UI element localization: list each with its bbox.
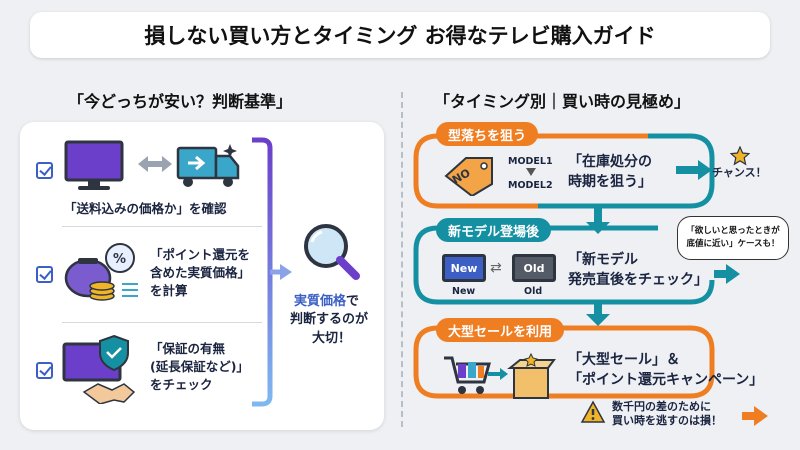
model-1-label: MODEL1	[508, 156, 553, 167]
section-2-line-2: 発売直後をチェック」	[568, 272, 708, 288]
section-label-new-model: 新モデル登場後	[436, 218, 552, 242]
criteria-item-2-line-2: 含めた実質価格」	[150, 265, 251, 280]
left-heading: 「今どっちが安い？判断基準」	[68, 92, 293, 111]
right-heading: 「タイミング別｜買い時の見極め」	[434, 92, 691, 111]
checkbox-icon	[36, 266, 53, 283]
warning-icon	[580, 400, 606, 423]
criteria-item-3-line-3: をチェック	[150, 377, 213, 392]
section-label-outdated-model: 型落ちを狙う	[436, 122, 539, 146]
wallet-coins-percent-icon: %	[64, 243, 138, 301]
warning-text: 数千円の差のために 買い時を逃すのは損！	[612, 400, 722, 428]
note-line-1: 「欲しいと思ったときが	[686, 226, 780, 236]
section-3-line-1: 「大型セール」＆	[568, 352, 680, 368]
section-1-line-2: 時期を狙う」	[568, 174, 652, 190]
criteria-item-2-line-3: を計算	[150, 283, 188, 298]
model-2-label: MODEL2	[508, 180, 553, 191]
page-title: 損しない買い方とタイミング お得なテレビ購入ガイド	[30, 12, 770, 58]
divider	[62, 226, 262, 227]
new-tv-icon: New	[442, 254, 486, 282]
old-tv-icon: Old	[512, 254, 556, 282]
checkbox-icon	[36, 362, 53, 379]
conclusion-line-2: 判断するのが	[290, 312, 369, 327]
warning-line-2: 買い時を逃すのは損！	[612, 414, 722, 427]
chance-label: チャンス！	[712, 166, 767, 179]
magnifier-icon	[304, 224, 360, 280]
new-tv-caption: New	[452, 286, 476, 297]
note-line-2: 底値に近い」ケースも！	[686, 239, 780, 249]
section-3-line-2: 「ポイント還元キャンペーン」	[568, 372, 764, 388]
section-2-line-1: 「新モデル	[568, 252, 638, 268]
tv-shield-handshake-icon	[62, 334, 136, 404]
star-icon	[730, 146, 750, 166]
criteria-item-3-line-2: (延長保証など)」	[150, 359, 249, 374]
speech-bubble-note: 「欲しいと思ったときが底値に近い」ケースも！	[677, 216, 789, 260]
timeline-flow-path	[413, 133, 768, 426]
swap-arrows-icon: ⇄	[490, 260, 502, 276]
section-1-line-1: 「在庫処分の	[568, 154, 652, 170]
old-tv-caption: Old	[524, 286, 543, 297]
section-label-big-sale: 大型セールを利用	[436, 318, 565, 342]
conclusion-line-3: 大切！	[312, 331, 352, 346]
model-arrow-icon	[526, 168, 536, 176]
conclusion-highlight: 実質価格	[294, 294, 347, 309]
price-tag-icon	[444, 157, 493, 196]
conclusion-line-1: 実質価格で	[294, 292, 359, 311]
cart-and-gift-box-icon	[444, 352, 556, 399]
criteria-item-2-line-1: 「ポイント還元を	[150, 247, 251, 262]
criteria-item-3-line-1: 「保証の有無	[150, 341, 226, 356]
checkbox-icon	[36, 162, 53, 179]
conclusion-suffix: で	[346, 294, 360, 309]
section-divider	[401, 92, 403, 427]
bracket-arrow	[252, 137, 292, 407]
tv-and-delivery-truck-icon	[64, 140, 240, 190]
criteria-item-1-line-1: 「送料込みの価格か」を確認	[64, 201, 227, 216]
svg-text:%: %	[113, 252, 126, 267]
warning-line-1: 数千円の差のために	[612, 400, 711, 413]
divider	[62, 322, 262, 323]
